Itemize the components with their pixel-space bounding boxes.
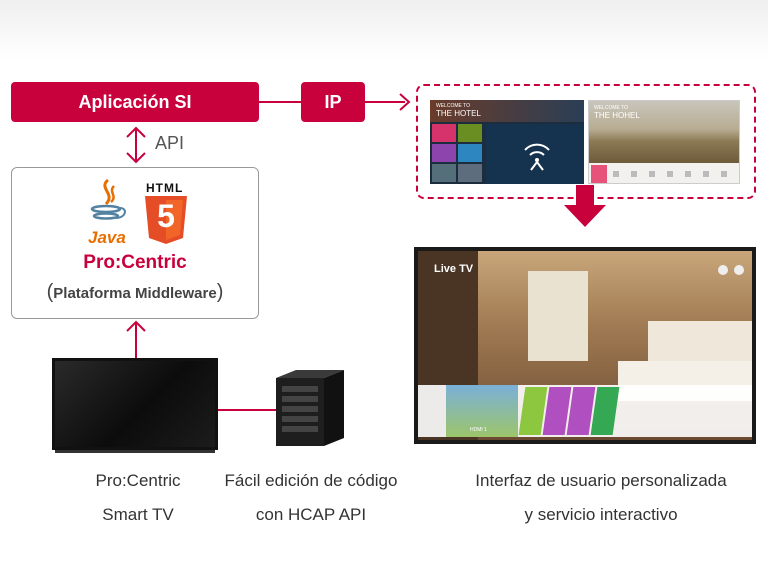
middleware-subtitle: Plataforma Middleware [53,285,217,302]
hotel-menu-screen: WELCOME TO THE HOTEL [430,100,584,184]
app-to-ip-connector [259,101,301,103]
up-arrow-icon [126,320,146,358]
smart-tv-caption: Pro:Centric Smart TV [70,464,206,532]
live-tv-screen: Live TV HDMI 1 [414,247,756,444]
hotel-title-text: THE HOTEL [436,109,481,118]
hcap-caption: Fácil edición de código con HCAP API [206,464,416,532]
ui-caption-line2: y servicio interactivo [524,505,678,524]
gear-icon [734,265,744,275]
si-application-box: Aplicación SI [11,82,259,122]
ip-to-screens-connector [365,101,405,103]
java-logo-icon [90,178,126,220]
close-paren: ) [216,281,224,303]
api-double-arrow-icon [126,126,146,164]
down-arrow-icon [564,185,606,227]
middleware-subtitle-row: (Plataforma Middleware) [12,281,258,304]
smart-tv-caption-line2: Smart TV [102,505,174,524]
html5-shield-icon [145,196,187,244]
ip-label: IP [324,91,342,112]
html-label: HTML [146,181,184,195]
hcap-caption-line1: Fácil edición de código [224,471,398,490]
java-label: Java [88,228,126,247]
ip-box: IP [301,82,365,122]
smart-tv-caption-line1: Pro:Centric [95,471,181,490]
middleware-box: Java HTML 5 Pro:Centric (Plataforma Midd… [11,167,259,319]
hotel-landscape-screen: WELCOME TO THE HOHEL [588,100,740,184]
si-application-label: Aplicación SI [78,91,192,112]
middleware-title: Pro:Centric [83,252,187,273]
tv-to-server-connector [218,409,276,411]
html5-number: 5 [157,198,175,234]
landscape-title-text: THE HOHEL [594,111,640,120]
hcap-caption-line2: con HCAP API [255,505,367,524]
api-label: API [155,133,185,153]
chevron-right-icon [399,93,411,111]
wifi-icon [524,143,550,171]
hotel-welcome-text: WELCOME TO [436,103,470,109]
smart-tv-image [52,358,218,453]
ui-caption-line1: Interfaz de usuario personalizada [475,471,727,490]
search-icon [718,265,728,275]
landscape-welcome-text: WELCOME TO [594,105,628,111]
server-icon [276,370,344,446]
live-tv-label: Live TV [434,263,474,275]
hdmi-label: HDMI 1 [470,427,487,433]
open-paren: ( [46,281,54,303]
top-background-fade [0,0,768,60]
ui-caption: Interfaz de usuario personalizada y serv… [444,464,758,532]
